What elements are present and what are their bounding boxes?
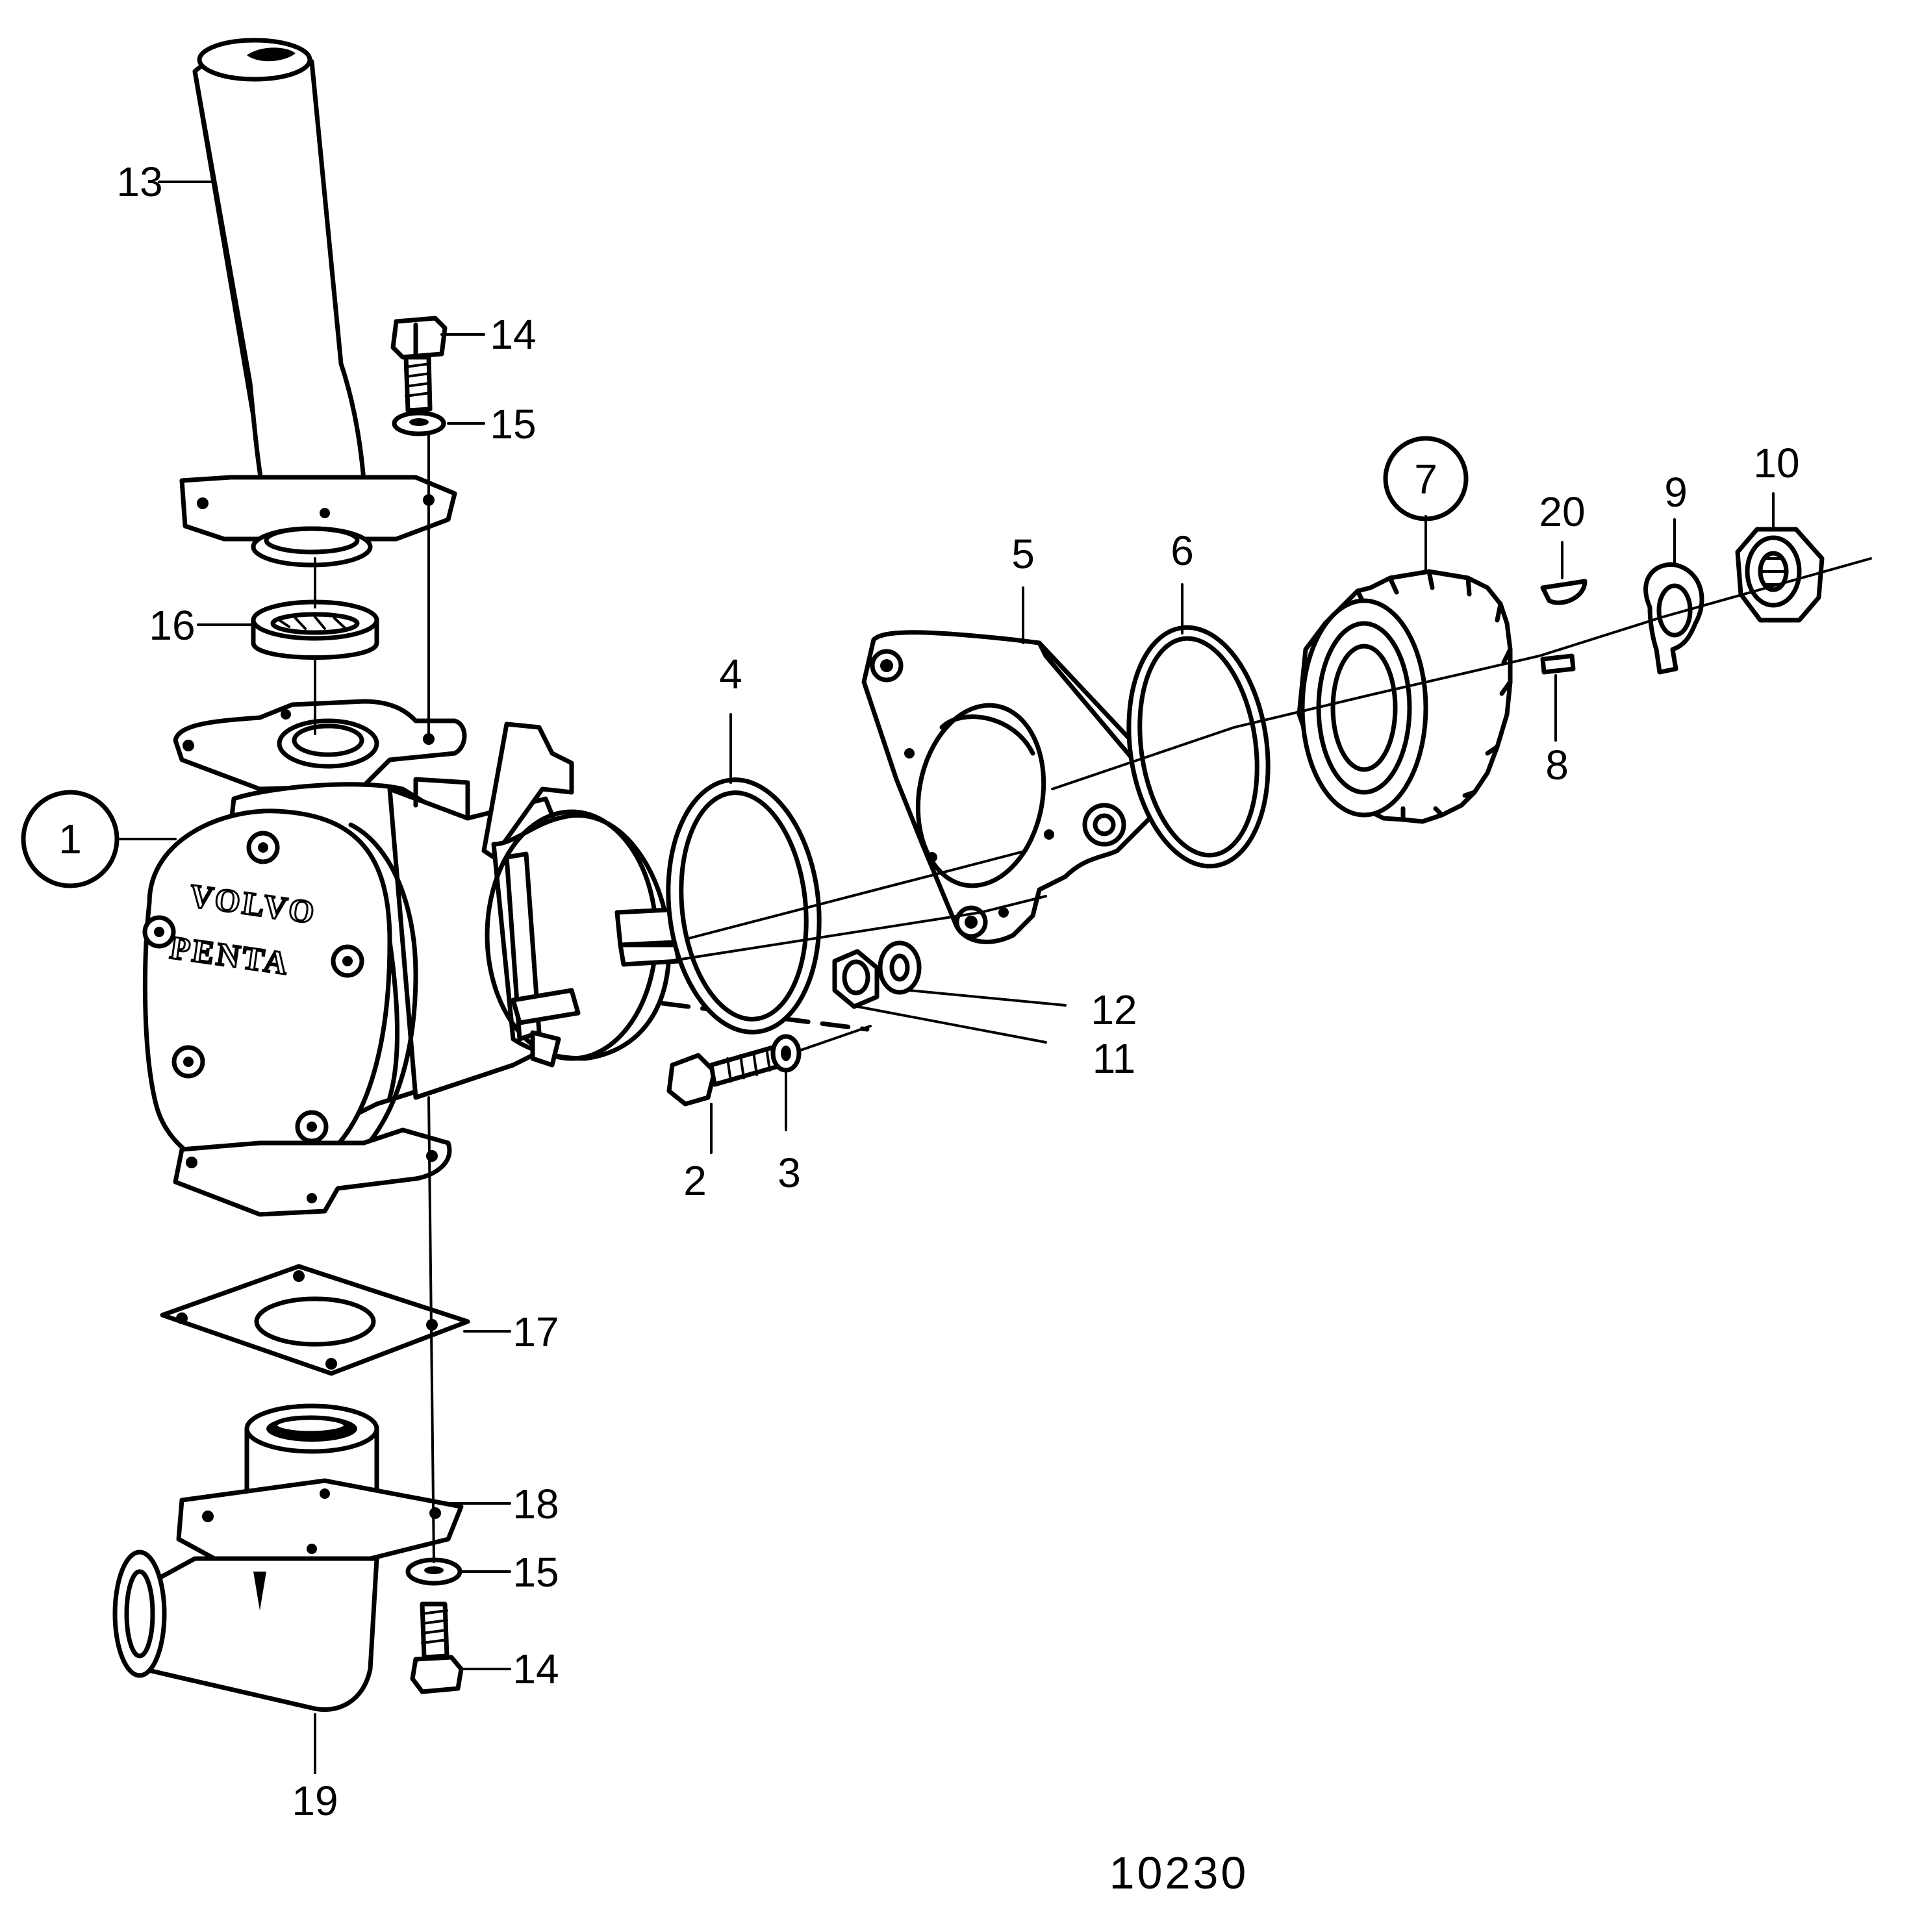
part-1-pump-body: VOLVO PENTA — [142, 699, 691, 1217]
drawing-number: 10230 — [1109, 1848, 1249, 1898]
callout-label-15-bottom: 15 — [513, 1549, 559, 1596]
part-11-nut — [832, 949, 880, 1009]
callout-label-13: 13 — [116, 158, 162, 205]
shaft-axis-lines — [668, 557, 1872, 962]
part-2-bolt — [666, 1043, 785, 1107]
bolt-alignment-lines — [314, 434, 1557, 1563]
part-4-o-ring — [666, 777, 822, 1035]
callout-label-2: 2 — [683, 1157, 707, 1204]
callout-1-circle — [21, 790, 120, 888]
part-5-mounting-plate — [861, 630, 1152, 944]
callout-label-14-bottom: 14 — [513, 1646, 559, 1692]
part-18-19-outlet-elbow — [112, 1403, 464, 1712]
callout-label-14-top: 14 — [490, 311, 536, 358]
part-14-top-bolt — [390, 316, 448, 413]
callout-label-5: 5 — [1011, 531, 1035, 577]
part-17-gasket — [160, 1264, 470, 1376]
part-14-bottom-bolt — [410, 1601, 464, 1694]
part-20-woodruff-key — [1540, 579, 1588, 605]
part-16-seal-ring — [251, 599, 379, 660]
callout-7-circle — [1383, 436, 1469, 521]
part-15-top-washer — [392, 410, 446, 436]
callout-label-18: 18 — [513, 1481, 559, 1527]
callout-label-3: 3 — [778, 1149, 801, 1196]
leader-lines — [116, 181, 1775, 1774]
part-7-gear — [1297, 569, 1513, 824]
part-8-key — [1540, 653, 1576, 675]
callout-label-10: 10 — [1753, 440, 1799, 486]
part-13-inlet-pipe — [179, 38, 457, 568]
callout-label-17: 17 — [513, 1309, 559, 1355]
callout-labels: 1 2 3 4 5 6 7 8 9 10 11 12 13 14 15 16 1… — [58, 158, 1799, 1824]
callout-label-9: 9 — [1664, 469, 1688, 516]
callout-label-7: 7 — [1414, 456, 1437, 503]
callout-label-15-top: 15 — [490, 401, 536, 447]
callout-label-20: 20 — [1539, 488, 1585, 535]
callout-label-11: 11 — [1093, 1035, 1135, 1082]
callout-label-19: 19 — [292, 1777, 338, 1824]
callout-label-12: 12 — [1091, 986, 1137, 1033]
callout-label-4: 4 — [719, 651, 742, 697]
callout-label-16: 16 — [149, 602, 195, 649]
part-12-washer — [878, 940, 922, 995]
part-15-bottom-washer — [405, 1557, 462, 1586]
part-6-o-ring — [1126, 625, 1271, 869]
part-3-washer — [770, 1034, 802, 1073]
callout-label-8: 8 — [1545, 742, 1569, 788]
callout-label-1: 1 — [58, 816, 82, 862]
callout-label-6: 6 — [1171, 527, 1194, 574]
